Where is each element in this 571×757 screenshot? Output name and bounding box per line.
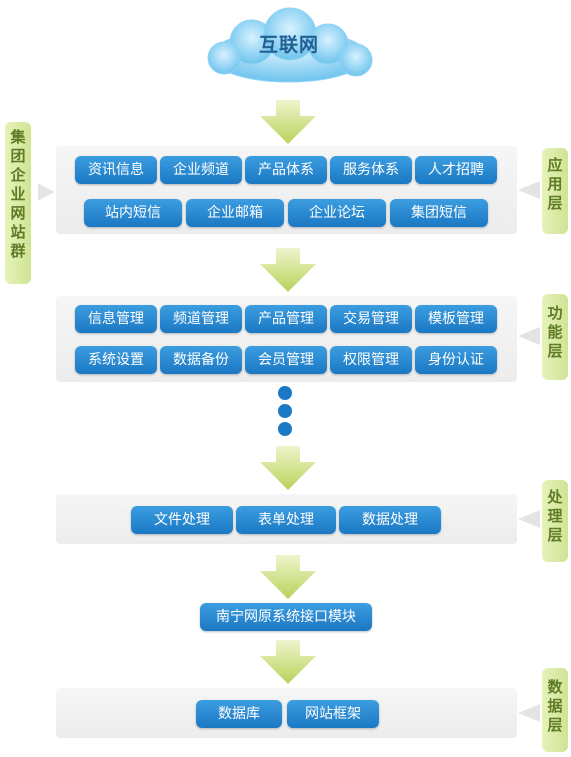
down-arrow-icon <box>260 100 316 144</box>
app-button-group-sms[interactable]: 集团短信 <box>390 199 488 227</box>
func-button-system-settings[interactable]: 系统设置 <box>75 346 157 374</box>
app-button-sms-internal[interactable]: 站内短信 <box>84 199 182 227</box>
app-layer-connector <box>518 181 540 199</box>
data-layer-panel <box>56 688 517 738</box>
data-layer-connector <box>518 704 540 722</box>
func-button-permission-mgmt[interactable]: 权限管理 <box>330 346 412 374</box>
ellipsis-dot <box>278 404 292 418</box>
func-button-member-mgmt[interactable]: 会员管理 <box>245 346 327 374</box>
proc-button-data[interactable]: 数据处理 <box>339 506 441 534</box>
proc-button-form[interactable]: 表单处理 <box>236 506 336 534</box>
app-button-recruit[interactable]: 人才招聘 <box>415 156 497 184</box>
interface-module-button[interactable]: 南宁网原系统接口模块 <box>200 603 372 631</box>
app-button-services[interactable]: 服务体系 <box>330 156 412 184</box>
left-connector <box>38 183 54 201</box>
ellipsis-dot <box>278 422 292 436</box>
app-button-channel[interactable]: 企业频道 <box>160 156 242 184</box>
down-arrow-icon <box>260 640 316 684</box>
proc-button-file[interactable]: 文件处理 <box>131 506 233 534</box>
cloud-icon <box>207 7 373 83</box>
app-button-news[interactable]: 资讯信息 <box>75 156 157 184</box>
down-arrow-icon <box>260 248 316 292</box>
down-arrow-icon <box>260 446 316 490</box>
func-button-template-mgmt[interactable]: 模板管理 <box>415 305 497 333</box>
func-button-trade-mgmt[interactable]: 交易管理 <box>330 305 412 333</box>
func-layer-connector <box>518 327 540 345</box>
proc-layer-connector <box>518 510 540 528</box>
ellipsis-dot <box>278 386 292 400</box>
data-button-site-framework[interactable]: 网站框架 <box>287 700 379 728</box>
func-button-channel-mgmt[interactable]: 频道管理 <box>160 305 242 333</box>
func-button-product-mgmt[interactable]: 产品管理 <box>245 305 327 333</box>
app-button-forum[interactable]: 企业论坛 <box>288 199 386 227</box>
cloud-label: 互联网 <box>258 34 319 56</box>
proc-layer-label: 处理层 <box>542 480 568 562</box>
func-button-identity-auth[interactable]: 身份认证 <box>415 346 497 374</box>
func-layer-label: 功能层 <box>542 294 568 380</box>
app-layer-label: 应用层 <box>542 148 568 234</box>
func-button-info-mgmt[interactable]: 信息管理 <box>75 305 157 333</box>
data-button-database[interactable]: 数据库 <box>196 700 282 728</box>
down-arrow-icon <box>260 555 316 599</box>
func-button-data-backup[interactable]: 数据备份 <box>160 346 242 374</box>
app-button-products[interactable]: 产品体系 <box>245 156 327 184</box>
data-layer-label: 数据层 <box>542 668 568 752</box>
left-label-group-sites: 集团企业网站群 <box>5 122 31 284</box>
app-button-email[interactable]: 企业邮箱 <box>186 199 284 227</box>
